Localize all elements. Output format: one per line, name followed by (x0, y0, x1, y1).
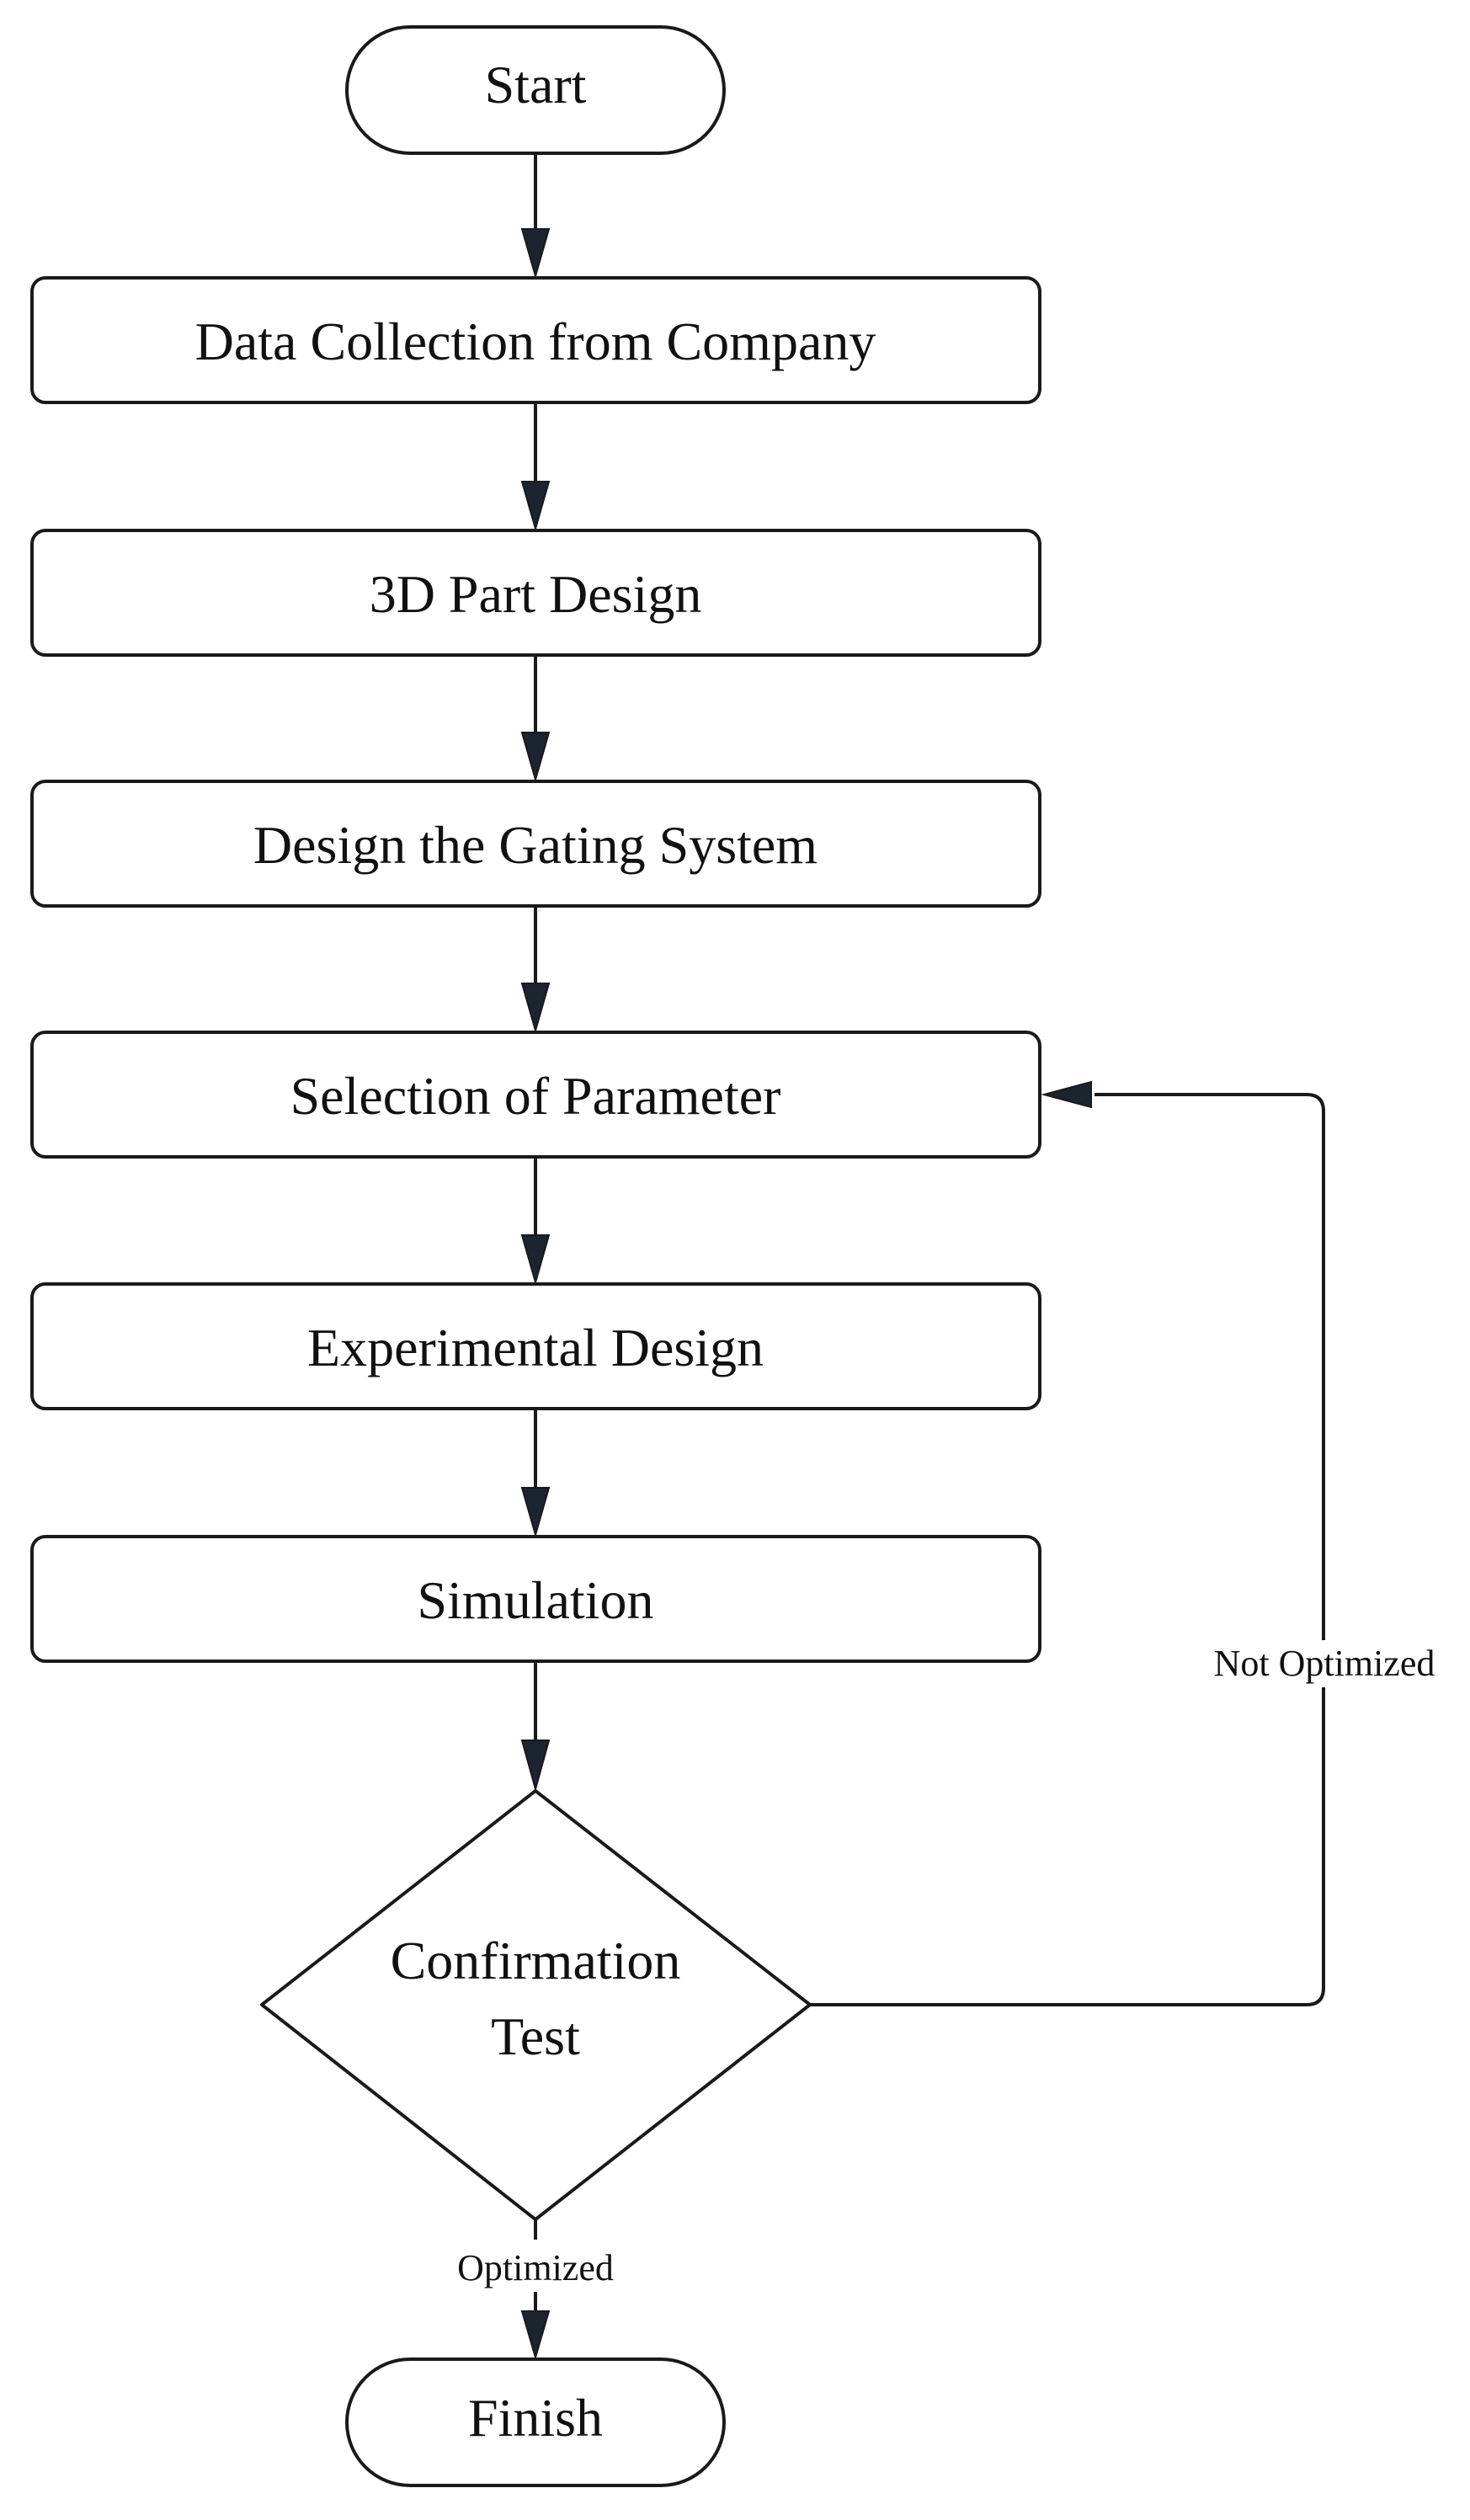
process-step-gating-system: Design the Gating System (30, 780, 1041, 908)
decision-confirmation-test: Confirmation Test (260, 1789, 812, 2221)
connector-simulation-to-decision (520, 1661, 551, 1793)
arrowhead-icon (520, 1739, 551, 1793)
optimized-label: Optimized (457, 2247, 614, 2288)
step-label: Simulation (418, 1570, 654, 1630)
step-label: Design the Gating System (253, 815, 818, 875)
connector-part-design-to-gating-system (520, 655, 551, 783)
process-step-simulation: Simulation (30, 1535, 1041, 1663)
step-label: Data Collection from Company (195, 312, 876, 371)
arrowhead-icon (520, 481, 551, 532)
step-label: 3D Part Design (370, 564, 702, 624)
connector-decision-loop-back: Not Optimized (810, 1080, 1453, 2006)
connector-data-collection-to-part-design (520, 402, 551, 532)
arrowhead-icon (520, 983, 551, 1034)
arrowhead-icon (520, 732, 551, 783)
start-terminal: Start (345, 25, 726, 155)
finish-label: Finish (468, 2388, 603, 2448)
connector-experimental-design-to-simulation (520, 1409, 551, 1538)
connector-gating-system-to-parameter-selection (520, 906, 551, 1034)
process-step-part-design: 3D Part Design (30, 529, 1041, 657)
arrowhead-icon (520, 2310, 551, 2361)
step-label: Selection of Parameter (290, 1066, 781, 1126)
connector-parameter-selection-to-experimental-design (520, 1157, 551, 1286)
connector-start-to-data-collection (520, 153, 551, 280)
start-label: Start (485, 55, 587, 115)
arrowhead-icon (520, 1234, 551, 1286)
decision-label-line-1: Confirmation (391, 1931, 681, 1990)
step-label: Experimental Design (307, 1318, 764, 1377)
arrowhead-icon (520, 228, 551, 280)
arrowhead-icon (1041, 1080, 1092, 1109)
decision-label-line-2: Test (491, 2006, 580, 2066)
connector-decision-to-finish: Optimized (443, 2219, 628, 2361)
process-step-parameter-selection: Selection of Parameter (30, 1031, 1041, 1159)
process-step-experimental-design: Experimental Design (30, 1282, 1041, 1410)
finish-terminal: Finish (345, 2358, 726, 2487)
arrowhead-icon (520, 1487, 551, 1538)
not-optimized-label: Not Optimized (1214, 1643, 1435, 1684)
process-step-data-collection: Data Collection from Company (30, 276, 1041, 404)
